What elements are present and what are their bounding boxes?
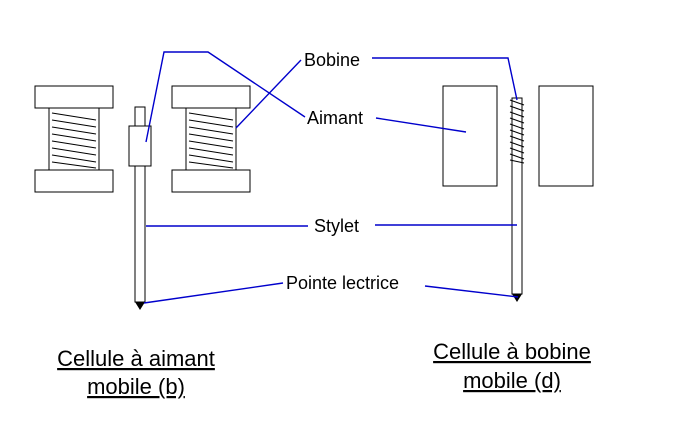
left-coil-top-flange (34, 85, 114, 109)
magnet-left-pole (442, 85, 498, 187)
left-coil-winding (51, 112, 97, 169)
label-bobine: Bobine (304, 50, 360, 70)
left-stylus-tip (135, 302, 145, 310)
left-coil-core (48, 107, 100, 171)
leader-aimant-right (375, 117, 467, 133)
leader-bobine-left (235, 59, 302, 129)
right-coil-core (185, 107, 237, 171)
right-coil-winding (188, 112, 234, 169)
right-coil-bottom-flange (171, 169, 251, 193)
leader-aimant-left (145, 51, 306, 143)
right-cell-moving-coil (442, 85, 594, 302)
leader-pointe-right (424, 285, 519, 298)
caption-left-line2: mobile (b) (87, 374, 185, 399)
right-coil-assembly (171, 85, 251, 193)
caption-right-line2: mobile (d) (463, 368, 561, 393)
label-stylet: Stylet (314, 216, 359, 236)
leader-pointe-left (143, 282, 284, 304)
caption-left: Cellule à aimant mobile (b) (57, 346, 215, 399)
caption-left-line1: Cellule à aimant (57, 346, 215, 371)
left-stylus-shaft (134, 165, 146, 303)
left-cell-moving-magnet (34, 85, 251, 310)
left-stylus (128, 106, 152, 310)
right-stylus-tip (512, 294, 522, 302)
label-aimant: Aimant (307, 108, 363, 128)
caption-right-line1: Cellule à bobine (433, 339, 591, 364)
right-stylus (509, 97, 525, 302)
left-coil-assembly (34, 85, 114, 193)
magnet-right-pole (538, 85, 594, 187)
leader-lines (143, 51, 519, 304)
caption-right: Cellule à bobine mobile (d) (433, 339, 591, 393)
label-pointe-lectrice: Pointe lectrice (286, 273, 399, 293)
leader-bobine-right (372, 57, 518, 101)
right-coil-top-flange (171, 85, 251, 109)
left-coil-bottom-flange (34, 169, 114, 193)
moving-coil-winding (509, 99, 525, 164)
left-stylus-top (134, 106, 146, 128)
